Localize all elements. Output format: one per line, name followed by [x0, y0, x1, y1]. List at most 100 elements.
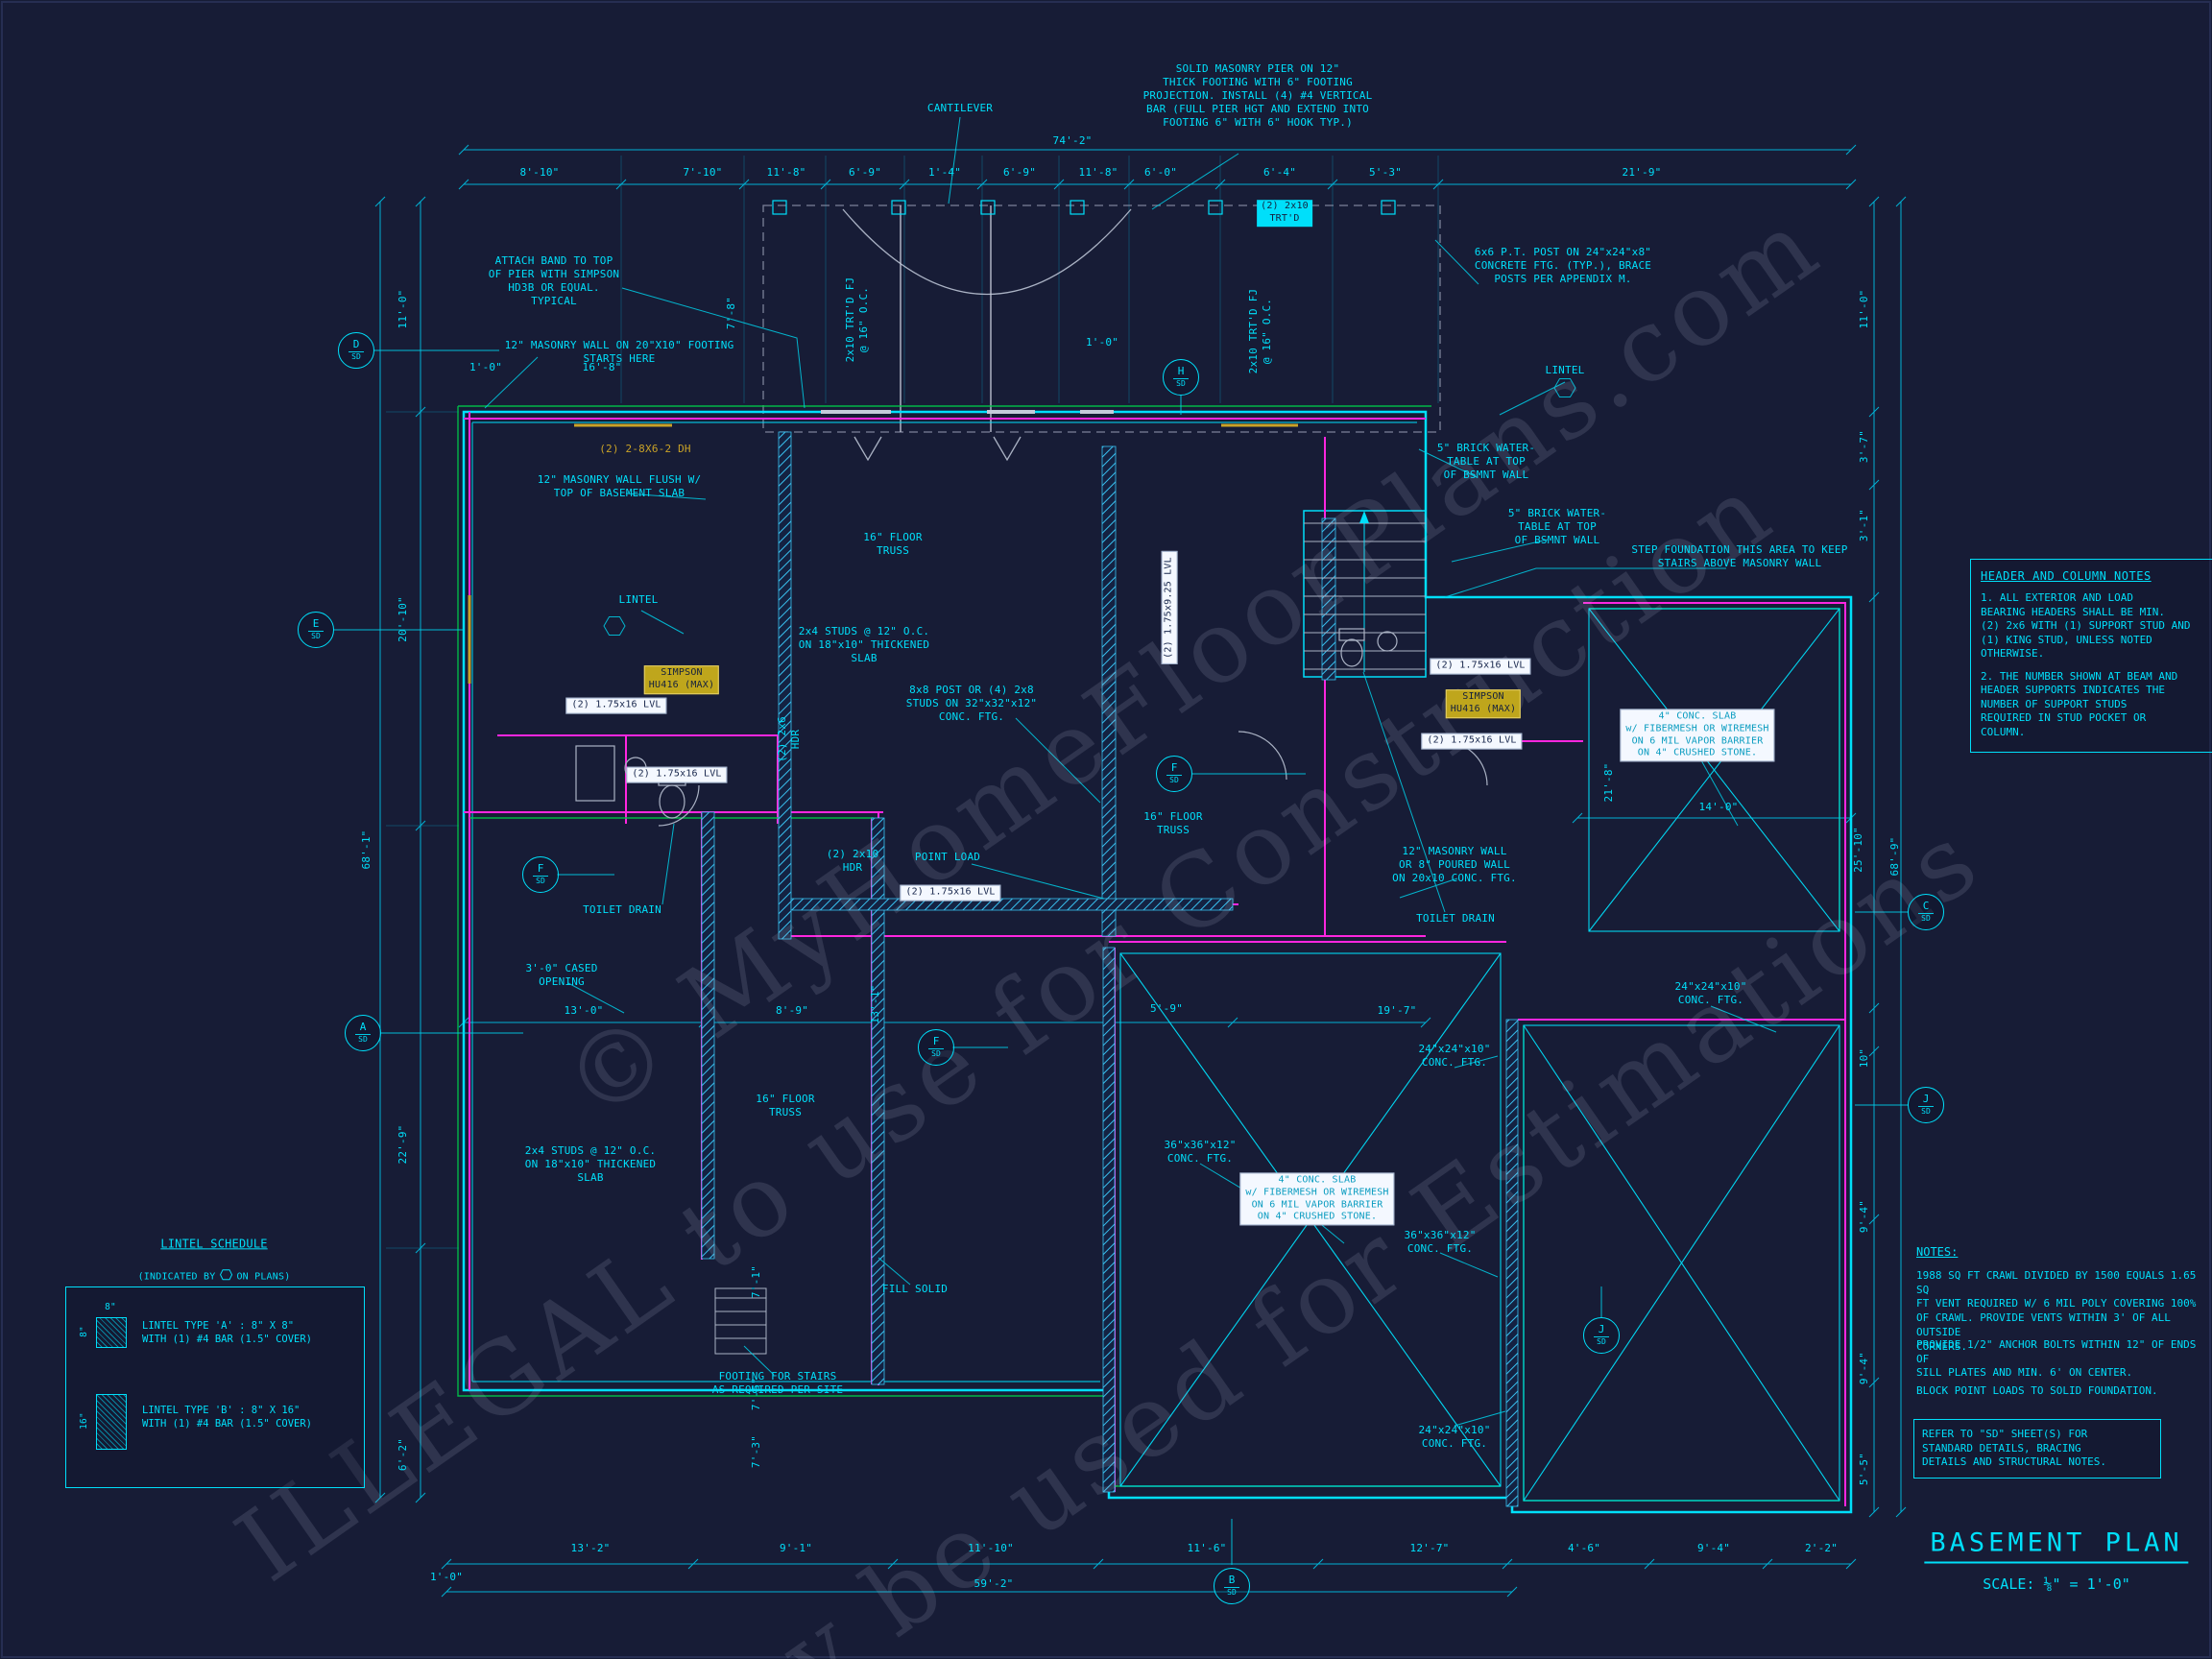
tub [575, 745, 615, 802]
label-stairs-footing: FOOTING FOR STAIRS AS REQUIRED PER SITE [711, 1369, 844, 1396]
dim-bottom-7: 2'-2" [1804, 1541, 1839, 1554]
dim-bottom-0: 13'-2" [570, 1541, 611, 1554]
dim-right-2: 3'-1" [1857, 508, 1870, 542]
label-lvl16-4: (2) 1.75x16 LVL [1430, 658, 1531, 675]
label-fill-solid: FILL SOLID [881, 1282, 949, 1295]
dim-bottom-overall: 59'-2" [974, 1576, 1014, 1590]
gold-band-segments [468, 423, 1298, 684]
label-band-note: ATTACH BAND TO TOP OF PIER WITH SIMPSON … [488, 253, 620, 308]
dim-left-1: 20'-10" [396, 596, 409, 642]
dim-bottom-3: 11'-6" [1187, 1541, 1227, 1554]
label-floor-joist-1: 2x10 TRT'D FJ @ 16" O.C. [843, 276, 870, 363]
dim-top-0: 8'-10" [519, 165, 560, 179]
garage-outline [762, 204, 1441, 433]
dim-bottom-4: 12'-7" [1409, 1541, 1450, 1554]
label-ftg36-2: 36"x36"x12" CONC. FTG. [1404, 1228, 1477, 1255]
label-simpson-1: SIMPSON HU416 (MAX) [643, 665, 720, 694]
lintel-dim-a-height: 8" [78, 1326, 89, 1337]
dim-inner-j: 1'-0" [1085, 335, 1119, 349]
header-notes-item-2: 2. THE NUMBER SHOWN AT BEAM AND HEADER S… [1981, 669, 2178, 738]
dim-left-0: 11'-0" [396, 289, 409, 329]
label-floor-joist-2: 2x10 TRT'D FJ @ 16" O.C. [1246, 288, 1273, 374]
dim-top-6: 11'-8" [1078, 165, 1118, 179]
label-dh: (2) 2-8X6-2 DH [599, 442, 691, 455]
dim-top-7: 6'-0" [1143, 165, 1178, 179]
label-post-note: 6x6 P.T. POST ON 24"x24"x8" CONCRETE FTG… [1474, 245, 1652, 286]
dim-top-1: 7'-10" [683, 165, 723, 179]
dim-inner-m: 7'-3" [749, 1434, 762, 1469]
sheet-title: BASEMENT PLAN [1924, 1528, 2189, 1564]
dim-bottom-5: 4'-6" [1567, 1541, 1601, 1554]
label-ftg24-3: 24"x24"x10" CONC. FTG. [1418, 1423, 1491, 1450]
lintel-schedule-title: LINTEL SCHEDULE [160, 1237, 268, 1251]
header-notes-item-1: 1. ALL EXTERIOR AND LOAD BEARING HEADERS… [1981, 591, 2191, 661]
notes-item-1: 1988 SQ FT CRAWL DIVIDED BY 1500 EQUALS … [1916, 1269, 2197, 1353]
label-masonry-flush: 12" MASONRY WALL FLUSH W/ TOP OF BASEMEN… [537, 472, 702, 499]
outer-walls [462, 410, 1853, 1514]
label-toilet-drain-1: TOILET DRAIN [583, 902, 661, 916]
label-conc-slab-2: 4" CONC. SLAB w/ FIBERMESH OR WIREMESH O… [1239, 1172, 1395, 1226]
lintel-hexagon-top [1553, 378, 1576, 397]
label-water-table-1: 5" BRICK WATER- TABLE AT TOP OF BSMNT WA… [1436, 441, 1536, 482]
dim-inner-i: 1'-0" [469, 360, 503, 373]
label-lvl16-2: (2) 1.75x16 LVL [626, 766, 728, 783]
dim-inner-n: 7'-8" [724, 296, 737, 330]
dim-top-overall: 74'-2" [1052, 133, 1093, 147]
dim-inner-g: 14'-0" [1698, 800, 1739, 813]
label-toilet-drain-2: TOILET DRAIN [1416, 911, 1495, 925]
dim-inner-f: 21'-8" [1601, 762, 1615, 803]
marker-leader-lines [333, 349, 1909, 1565]
dim-right-4: 10" [1857, 1047, 1870, 1069]
dim-top-8: 6'-4" [1262, 165, 1297, 179]
label-floor-truss-3: 16" FLOOR TRUSS [756, 1092, 815, 1118]
dim-right-7: 5'-5" [1857, 1452, 1870, 1486]
header-notes-title: HEADER AND COLUMN NOTES [1981, 569, 2152, 583]
dim-right-5: 9'-4" [1857, 1199, 1870, 1234]
bathroom-fixtures [575, 628, 1488, 827]
header-column-notes-panel: HEADER AND COLUMN NOTES 1. ALL EXTERIOR … [1970, 559, 2212, 754]
label-floor-truss-2: 16" FLOOR TRUSS [1143, 809, 1203, 836]
label-simpson-2: SIMPSON HU416 (MAX) [1445, 689, 1522, 718]
magenta-walls [464, 412, 1846, 1506]
dim-inner-b: 8'-9" [775, 1003, 809, 1017]
lintel-type-b-text: LINTEL TYPE 'B' : 8" X 16" WITH (1) #4 B… [142, 1405, 313, 1431]
dim-inner-e: 19'-7" [1377, 1003, 1417, 1017]
slab-x-regions [1119, 608, 1840, 1502]
label-masonry-start: 12" MASONRY WALL ON 20"X10" FOOTING STAR… [504, 338, 734, 365]
dim-right-overall: 68'-9" [1887, 836, 1901, 877]
porch-bay [842, 205, 1132, 462]
sd-reference-text: REFER TO "SD" SHEET(S) FOR STANDARD DETA… [1922, 1428, 2107, 1469]
label-floor-truss-1: 16" FLOOR TRUSS [863, 530, 923, 557]
lintel-type-a-text: LINTEL TYPE 'A' : 8" X 8" WITH (1) #4 BA… [142, 1320, 313, 1346]
hexagon-icon [219, 1269, 232, 1280]
label-hdr2x10: (2) 2x10 HDR [826, 847, 879, 874]
label-masonry-poured: 12" MASONRY WALL OR 8" POURED WALL ON 20… [1392, 844, 1517, 885]
label-point-load: POINT LOAD [914, 850, 981, 863]
dimension-lines [374, 144, 1907, 1598]
lintel-dim-b-height: 16" [78, 1412, 89, 1430]
dim-right-3: 25'-10" [1851, 827, 1864, 873]
toilet-2 [1340, 638, 1363, 667]
leader-lines [484, 116, 1777, 1427]
lintel-hexagon-left [603, 616, 626, 636]
stairs [714, 511, 1426, 1355]
label-lvl16-5: (2) 1.75x16 LVL [1421, 733, 1523, 750]
dim-top-10: 21'-9" [1622, 165, 1662, 179]
label-cased-opening: 3'-0" CASED OPENING [525, 961, 598, 988]
dim-bottom-1: 9'-1" [779, 1541, 813, 1554]
label-step-foundation: STEP FOUNDATION THIS AREA TO KEEP STAIRS… [1631, 542, 1848, 569]
dim-right-6: 9'-4" [1857, 1351, 1870, 1385]
sink-2 [1377, 631, 1398, 652]
